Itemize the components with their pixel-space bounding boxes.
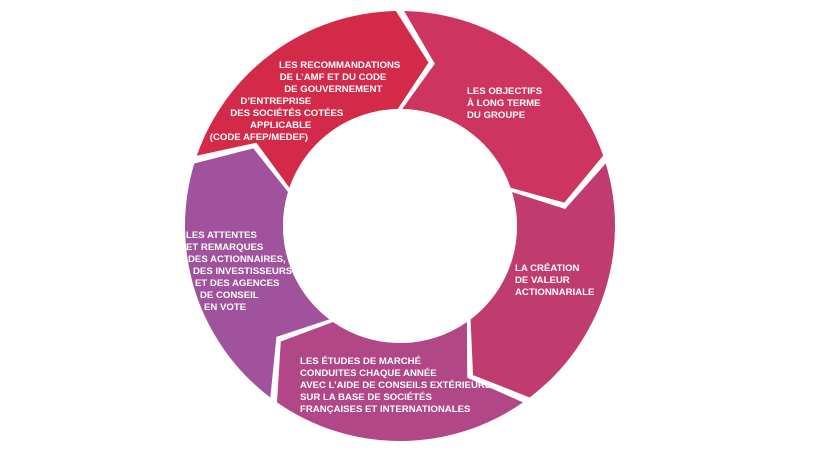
center-hole <box>283 109 517 343</box>
segment-label-attentes: LES ATTENTES ET REMARQUES DES ACTIONNAIR… <box>186 230 295 313</box>
segment-label-etudes-marche: LES ÉTUDES DE MARCHÉ CONDUITES CHAQUE AN… <box>300 355 494 415</box>
segment-labels: LES RECOMMANDATIONS DE L’AMF ET DU CODE … <box>186 60 595 415</box>
segment-label-recommandations: LES RECOMMANDATIONS DE L’AMF ET DU CODE … <box>210 60 403 143</box>
segment-creation-valeur <box>470 163 615 398</box>
segment-objectifs <box>402 11 604 203</box>
segment-label-creation-valeur: LA CRÉATION DE VALEUR ACTIONNARIALE <box>515 262 595 298</box>
segment-attentes <box>185 148 330 398</box>
segment-recommandations <box>196 11 429 188</box>
cycle-segments <box>185 11 615 441</box>
segment-etudes-marche <box>276 321 524 441</box>
segment-label-objectifs: LES OBJECTIFS À LONG TERME DU GROUPE <box>467 86 545 121</box>
